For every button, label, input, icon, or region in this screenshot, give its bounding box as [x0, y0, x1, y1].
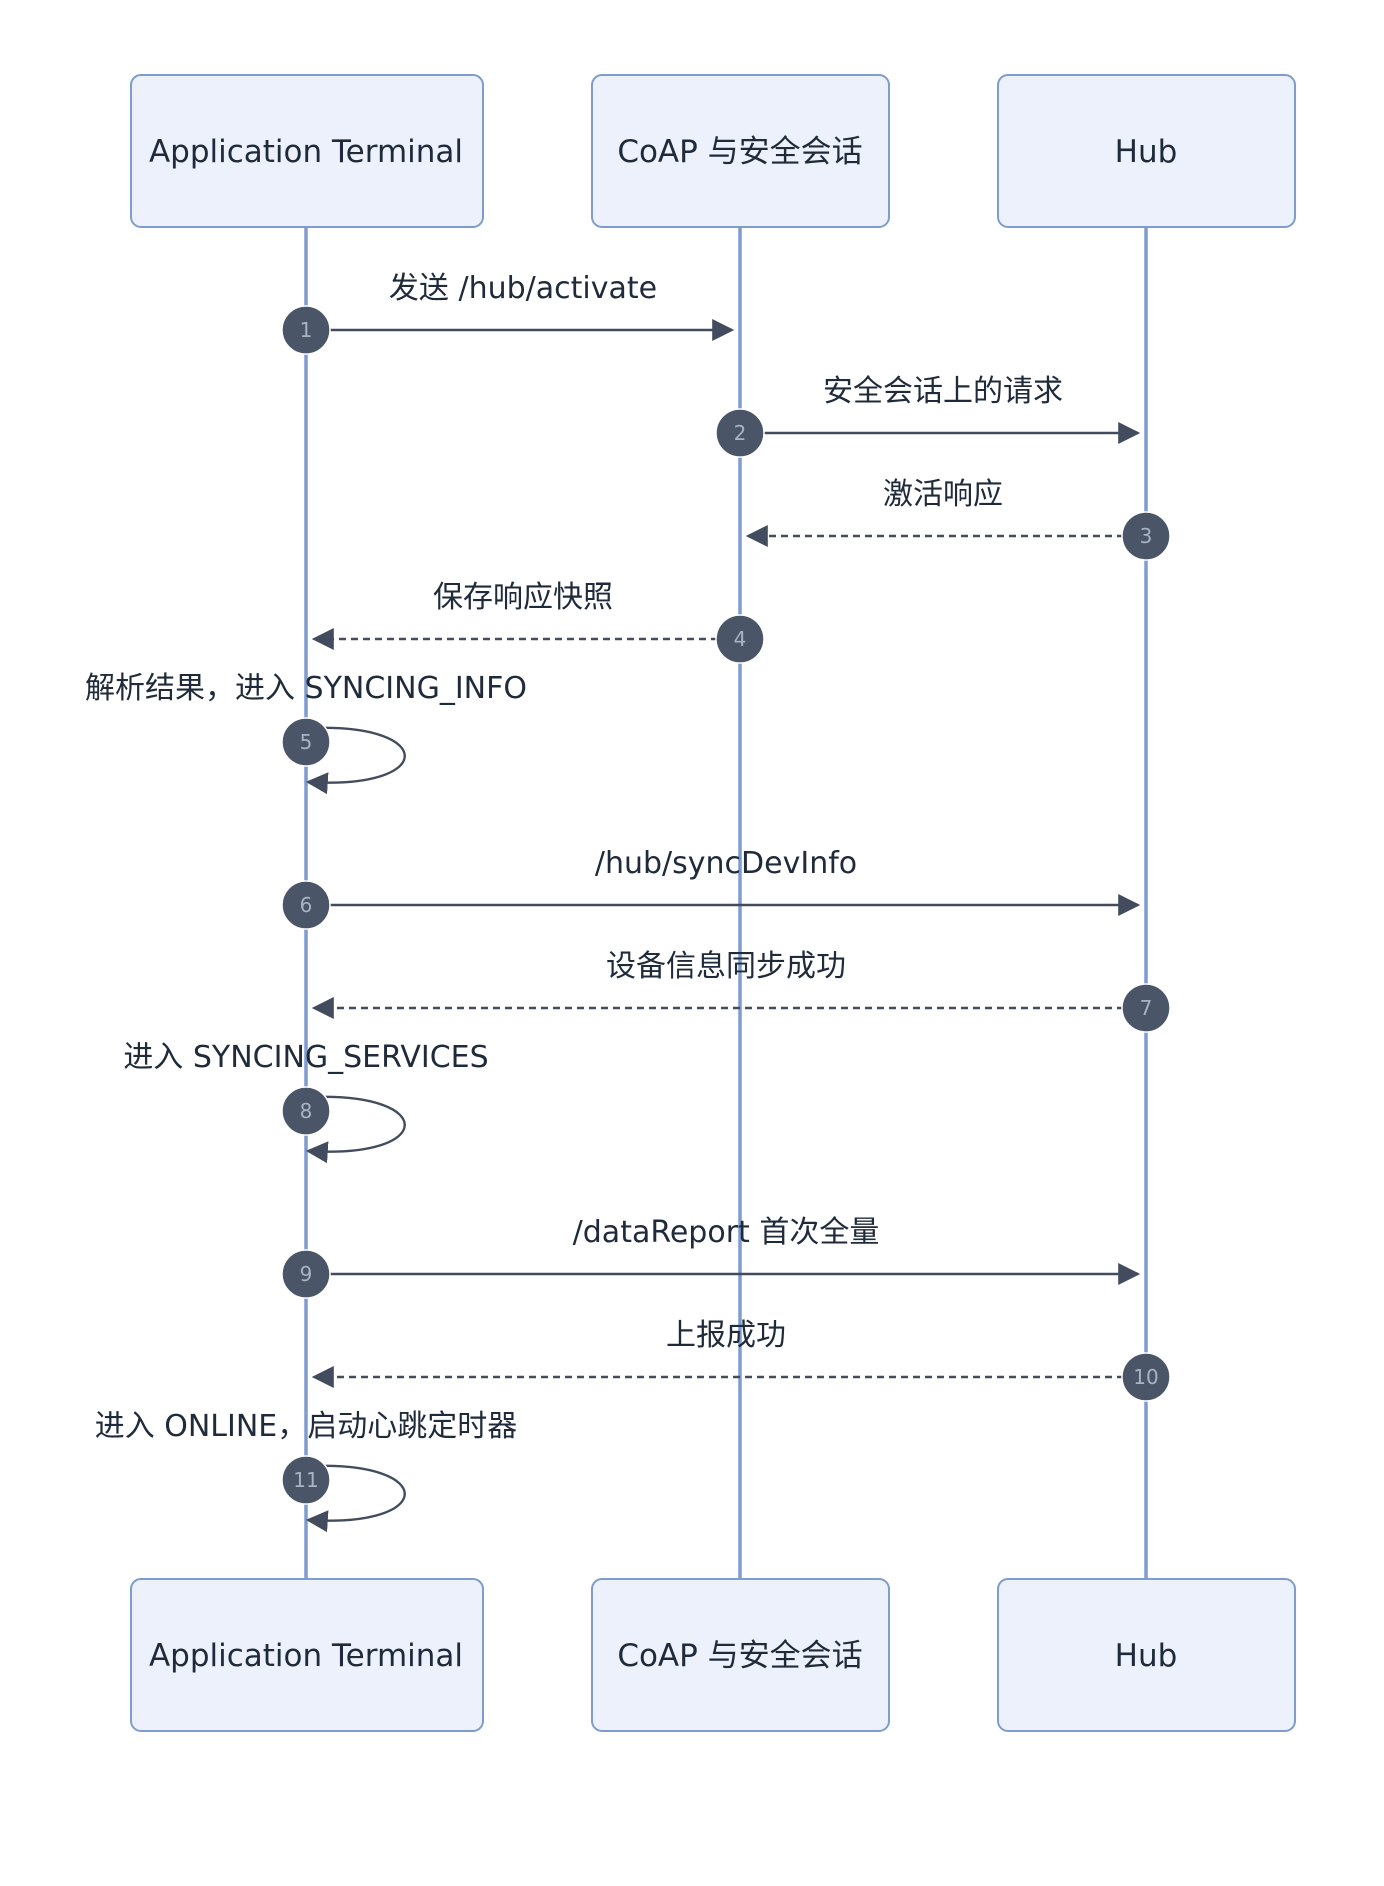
message-label: 发送 /hub/activate: [389, 271, 657, 306]
step-number: 2: [734, 421, 747, 445]
step-badge: 8: [281, 1086, 331, 1136]
message-5[interactable]: 解析结果，进入 SYNCING_INFO 5: [85, 671, 527, 795]
actor-box: [591, 74, 890, 228]
message-label: 保存响应快照: [433, 580, 613, 615]
message-label: /dataReport 首次全量: [573, 1215, 880, 1250]
message-8[interactable]: 进入 SYNCING_SERVICES 8: [123, 1040, 489, 1164]
step-badge: 11: [281, 1455, 331, 1505]
step-badge: 7: [1121, 983, 1171, 1033]
self-message-arrow: [305, 1464, 406, 1533]
step-badge-circle: [281, 305, 331, 355]
message-2[interactable]: 安全会话上的请求 2: [715, 374, 1141, 458]
step-number: 8: [300, 1099, 313, 1123]
step-badge-circle: [281, 1249, 331, 1299]
actor-hub-top[interactable]: Hub: [997, 74, 1296, 228]
message-10[interactable]: 上报成功 10: [311, 1318, 1171, 1402]
message-label: /hub/syncDevInfo: [595, 846, 857, 881]
actor-box: [591, 1578, 890, 1732]
step-badge: 6: [281, 880, 331, 930]
step-number: 6: [300, 893, 313, 917]
message-label: 解析结果，进入 SYNCING_INFO: [85, 671, 527, 706]
step-badge: 4: [715, 614, 765, 664]
actor-box: [997, 1578, 1296, 1732]
actor-app-top[interactable]: Application Terminal: [130, 74, 484, 228]
step-badge-circle: [281, 880, 331, 930]
step-badge: 9: [281, 1249, 331, 1299]
actor-app-bottom[interactable]: Application Terminal: [130, 1578, 484, 1732]
actor-label: CoAP 与安全会话: [617, 134, 862, 170]
message-11[interactable]: 进入 ONLINE，启动心跳定时器 11: [95, 1409, 518, 1533]
actor-box: [997, 74, 1296, 228]
message-label: 进入 SYNCING_SERVICES: [123, 1040, 488, 1075]
message-label: 进入 ONLINE，启动心跳定时器: [95, 1409, 518, 1444]
step-number: 3: [1140, 524, 1153, 548]
step-badge: 2: [715, 408, 765, 458]
actor-coap-top[interactable]: CoAP 与安全会话: [591, 74, 890, 228]
step-badge-circle: [281, 717, 331, 767]
message-label: 激活响应: [883, 477, 1003, 512]
self-message-arrow: [305, 726, 406, 795]
message-3[interactable]: 激活响应 3: [745, 477, 1171, 561]
step-badge: 10: [1121, 1352, 1171, 1402]
message-6[interactable]: /hub/syncDevInfo 6: [281, 846, 1141, 930]
self-message-arrow: [305, 1095, 406, 1164]
step-badge-circle: [281, 1086, 331, 1136]
step-badge-circle: [715, 614, 765, 664]
step-badge: 5: [281, 717, 331, 767]
message-label: 上报成功: [666, 1318, 786, 1353]
step-badge: 1: [281, 305, 331, 355]
actor-coap-bottom[interactable]: CoAP 与安全会话: [591, 1578, 890, 1732]
actor-label: Application Terminal: [149, 1638, 463, 1674]
step-badge-circle: [715, 408, 765, 458]
step-number: 10: [1133, 1365, 1158, 1389]
step-badge: 3: [1121, 511, 1171, 561]
message-9[interactable]: /dataReport 首次全量 9: [281, 1215, 1141, 1299]
step-number: 11: [293, 1468, 318, 1492]
step-number: 7: [1140, 996, 1153, 1020]
message-7[interactable]: 设备信息同步成功 7: [311, 949, 1171, 1033]
step-number: 9: [300, 1262, 313, 1286]
step-number: 5: [300, 730, 313, 754]
actor-hub-bottom[interactable]: Hub: [997, 1578, 1296, 1732]
message-label: 设备信息同步成功: [606, 949, 846, 984]
actor-box: [130, 1578, 484, 1732]
step-badge-circle: [1121, 1352, 1171, 1402]
step-badge-circle: [1121, 511, 1171, 561]
actor-label: CoAP 与安全会话: [617, 1638, 862, 1674]
message-1[interactable]: 发送 /hub/activate 1: [281, 271, 735, 355]
message-label: 安全会话上的请求: [823, 374, 1063, 409]
step-badge-circle: [281, 1455, 331, 1505]
step-number: 1: [300, 318, 313, 342]
message-4[interactable]: 保存响应快照 4: [311, 580, 765, 664]
actor-label: Hub: [1115, 134, 1178, 170]
actor-label: Hub: [1115, 1638, 1178, 1674]
step-number: 4: [734, 627, 747, 651]
actor-box: [130, 74, 484, 228]
actor-label: Application Terminal: [149, 134, 463, 170]
step-badge-circle: [1121, 983, 1171, 1033]
